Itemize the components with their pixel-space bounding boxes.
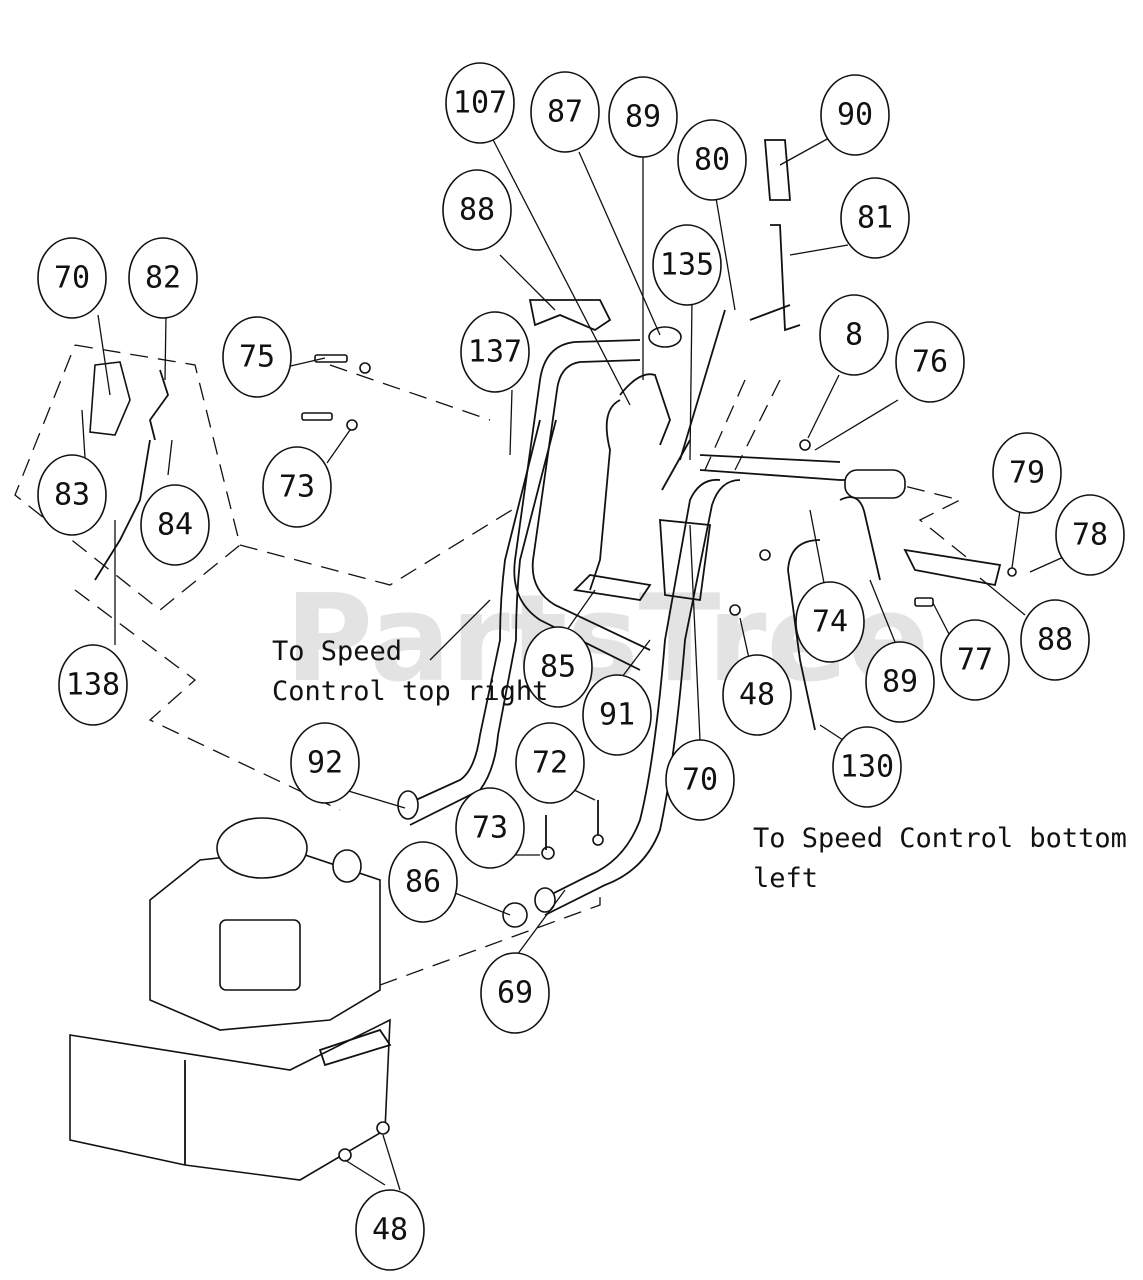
svg-text:81: 81 [857,201,893,236]
callout-88-right[interactable]: 88 [1020,599,1090,681]
svg-text:88: 88 [1037,623,1073,658]
svg-text:92: 92 [307,746,343,781]
callout-86[interactable]: 86 [388,841,458,923]
svg-text:74: 74 [812,605,848,640]
callout-70-left[interactable]: 70 [37,237,107,319]
svg-text:86: 86 [405,865,441,900]
note-speed-top-line1: To Speed [272,636,402,667]
callout-69[interactable]: 69 [480,952,550,1034]
callout-82[interactable]: 82 [128,237,198,319]
callout-48-bottom[interactable]: 48 [355,1189,425,1271]
speed-control-bracket [89,361,169,581]
callout-92[interactable]: 92 [290,722,360,804]
callout-78[interactable]: 78 [1055,494,1125,576]
svg-text:130: 130 [840,750,894,785]
callout-74[interactable]: 74 [795,581,865,663]
engine-assembly [69,817,392,1181]
callout-81[interactable]: 81 [840,177,910,259]
callout-130[interactable]: 130 [832,726,902,808]
callout-84[interactable]: 84 [140,484,210,566]
svg-text:73: 73 [472,811,508,846]
callout-88-top[interactable]: 88 [442,169,512,251]
svg-text:138: 138 [66,668,120,703]
callout-79[interactable]: 79 [992,432,1062,514]
callout-138[interactable]: 138 [58,644,128,726]
callout-77[interactable]: 77 [940,619,1010,701]
callout-8[interactable]: 8 [819,294,889,376]
callout-72[interactable]: 72 [515,722,585,804]
note-speed-bottom-line1: To Speed Control bottom [753,823,1127,854]
svg-text:84: 84 [157,508,193,543]
handle-frame [397,139,1002,928]
callout-70-mid[interactable]: 70 [665,739,735,821]
svg-text:87: 87 [547,95,583,130]
callout-135[interactable]: 135 [652,224,722,306]
svg-text:89: 89 [625,100,661,135]
svg-text:73: 73 [279,470,315,505]
svg-text:70: 70 [682,763,718,798]
callout-group: 107 87 89 90 80 81 88 135 70 82 75 137 8… [37,62,1125,1271]
callout-83[interactable]: 83 [37,454,107,536]
callout-89-bottom[interactable]: 89 [865,641,935,723]
speed-control-top-note: To Speed Control top right [272,636,548,707]
svg-text:135: 135 [660,248,714,283]
svg-text:91: 91 [599,698,635,733]
svg-text:90: 90 [837,98,873,133]
callout-89-top[interactable]: 89 [608,76,678,158]
callout-75[interactable]: 75 [222,316,292,398]
svg-text:78: 78 [1072,518,1108,553]
svg-text:75: 75 [239,340,275,375]
callout-73-lower[interactable]: 73 [455,787,525,869]
callout-80[interactable]: 80 [677,119,747,201]
svg-text:48: 48 [739,678,775,713]
svg-text:88: 88 [459,193,495,228]
svg-text:107: 107 [453,86,507,121]
speed-control-bottom-note: To Speed Control bottom left [753,823,1127,894]
dashed-assembly-lines [14,344,971,986]
callout-48-mid[interactable]: 48 [722,654,792,736]
callout-76[interactable]: 76 [895,321,965,403]
svg-text:72: 72 [532,746,568,781]
callout-85[interactable]: 85 [523,626,593,708]
callout-137[interactable]: 137 [460,311,530,393]
svg-text:83: 83 [54,478,90,513]
note-speed-bottom-line2: left [753,863,818,894]
svg-text:80: 80 [694,143,730,178]
hardware [301,354,1017,860]
note-speed-top-line2: Control top right [272,676,548,707]
svg-text:69: 69 [497,976,533,1011]
control-levers [573,373,881,731]
callout-73-upper[interactable]: 73 [262,446,332,528]
svg-text:137: 137 [468,335,522,370]
svg-text:8: 8 [845,318,863,353]
callout-91[interactable]: 91 [582,674,652,756]
callout-107[interactable]: 107 [445,62,515,144]
svg-text:79: 79 [1009,456,1045,491]
callout-87[interactable]: 87 [530,71,600,153]
svg-text:48: 48 [372,1213,408,1248]
svg-text:76: 76 [912,345,948,380]
svg-text:89: 89 [882,665,918,700]
svg-text:82: 82 [145,261,181,296]
svg-text:77: 77 [957,643,993,678]
callout-90[interactable]: 90 [820,74,890,156]
svg-text:85: 85 [540,650,576,685]
svg-text:70: 70 [54,261,90,296]
